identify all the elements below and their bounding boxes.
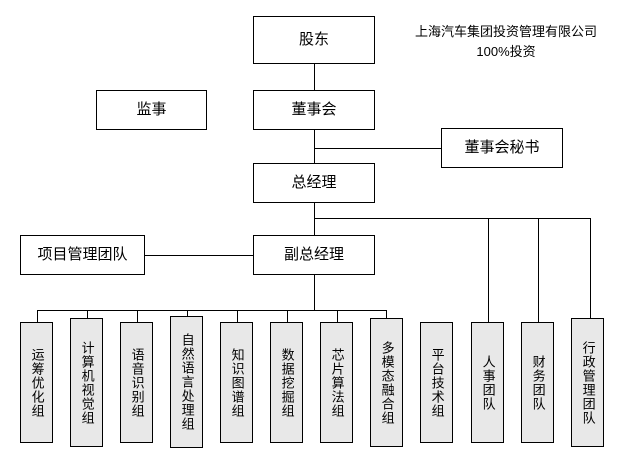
- connector-bus-to-deputy: [314, 218, 315, 235]
- node-finance-team[interactable]: 财务团队: [521, 322, 554, 443]
- node-hr-team[interactable]: 人事团队: [471, 322, 504, 443]
- connector-shareholder-to-board: [314, 64, 315, 90]
- connector-gm-to-bus: [314, 203, 315, 218]
- connector-drop-computer-vision: [87, 310, 88, 318]
- connector-drop-data-mining: [287, 310, 288, 322]
- node-general-manager[interactable]: 总经理: [253, 163, 375, 203]
- node-project-team[interactable]: 项目管理团队: [20, 235, 145, 275]
- node-deputy-general-manager[interactable]: 副总经理: [253, 235, 375, 275]
- node-board[interactable]: 董事会: [253, 90, 375, 130]
- node-board-secretary[interactable]: 董事会秘书: [441, 128, 563, 168]
- connector-board-to-gm: [314, 130, 315, 163]
- node-knowledge-graph[interactable]: 知识图谱组: [220, 322, 253, 443]
- node-shareholder[interactable]: 股东: [253, 16, 375, 64]
- node-chip-algorithm[interactable]: 芯片算法组: [320, 322, 353, 443]
- connector-drop-nlp: [187, 310, 188, 316]
- connector-drop-multimodal-fusion: [386, 310, 387, 318]
- node-data-mining[interactable]: 数据挖掘组: [270, 322, 303, 443]
- investor-annotation: 上海汽车集团投资管理有限公司 100%投资: [414, 24, 597, 59]
- node-platform-technology[interactable]: 平台技术组: [420, 322, 453, 443]
- connector-drop-speech-recognition: [137, 310, 138, 322]
- node-computer-vision[interactable]: 计算机视觉组: [70, 318, 103, 447]
- node-nlp[interactable]: 自然语言处理组: [170, 316, 203, 448]
- connector-deputy-to-bus: [314, 275, 315, 310]
- connector-bus-to-admin: [590, 218, 591, 318]
- connector-bus-to-finance: [538, 218, 539, 322]
- connector-bus-to-hr: [488, 218, 489, 322]
- node-admin-team[interactable]: 行政管理团队: [571, 318, 604, 447]
- connector-deputy-bus: [37, 310, 386, 311]
- node-multimodal-fusion[interactable]: 多模态融合组: [370, 318, 403, 447]
- connector-drop-chip-algorithm: [337, 310, 338, 322]
- connector-project-team-link: [145, 255, 253, 256]
- node-operations-optimization[interactable]: 运筹优化组: [20, 322, 53, 443]
- connector-secretary-branch: [314, 148, 441, 149]
- connector-gm-bus: [314, 218, 591, 219]
- node-speech-recognition[interactable]: 语音识别组: [120, 322, 153, 443]
- connector-drop-knowledge-graph: [237, 310, 238, 322]
- connector-drop-operations-optimization: [37, 310, 38, 322]
- node-supervisor[interactable]: 监事: [96, 90, 207, 130]
